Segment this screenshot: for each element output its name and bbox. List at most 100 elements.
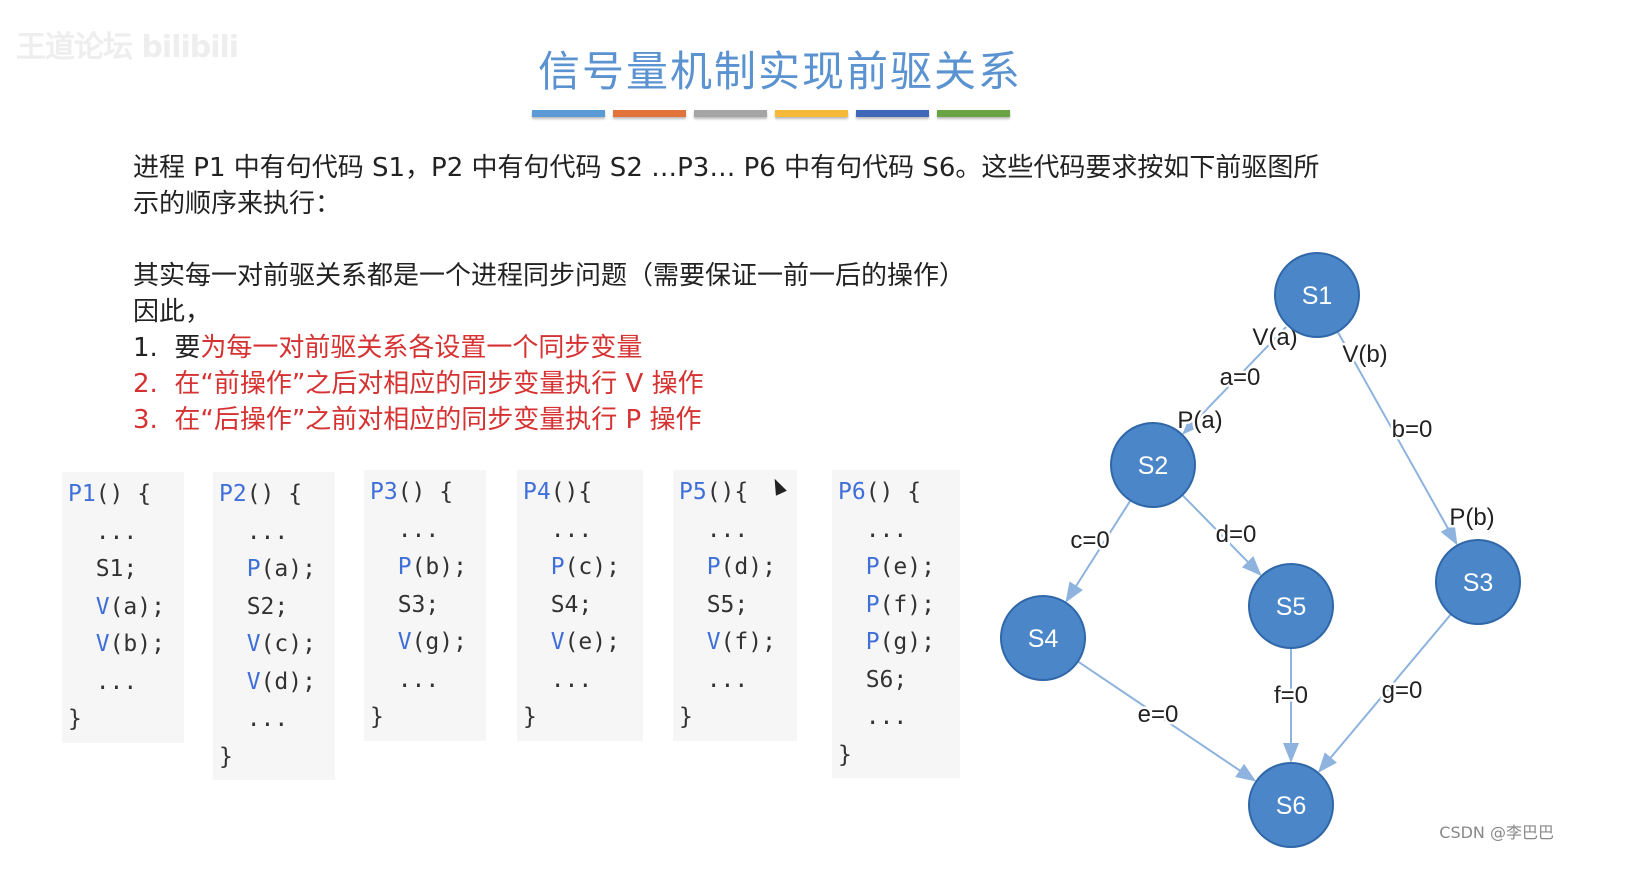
step-item: 1. 要为每一对前驱关系各设置一个同步变量 (133, 330, 965, 366)
code-line: ... (523, 662, 637, 700)
code-text: (b); (411, 554, 467, 580)
code-line: ... (68, 514, 178, 552)
code-text: (){ (706, 479, 749, 505)
edge-S4-S6 (1077, 660, 1257, 782)
code-keyword: P6 (838, 479, 866, 505)
code-text: } (679, 704, 693, 730)
code-line: V(b); (68, 626, 178, 664)
divider-segment (856, 110, 929, 117)
code-line: S6; (838, 662, 954, 700)
code-text: S4; (523, 591, 593, 618)
credit: CSDN @李巴巴 (1439, 823, 1554, 842)
code-text: (f); (879, 591, 935, 618)
code-line: P(c); (523, 549, 637, 587)
edge-label: c=0 (1070, 527, 1109, 554)
step-number: 2. (133, 369, 175, 399)
code-keyword: P (865, 629, 880, 655)
node-label: S5 (1276, 593, 1307, 621)
edge-label: e=0 (1138, 701, 1179, 728)
code-line: V(d); (219, 664, 329, 702)
code-text: (a); (109, 593, 165, 620)
edge-label: b=0 (1392, 416, 1433, 443)
code-keyword: P (706, 554, 721, 580)
explain-text: 其实每一对前驱关系都是一个进程同步问题（需要保证一前一后的操作） 因此， 1. … (133, 258, 965, 438)
code-block-p2: P2() { ... P(a); S2; V(c); V(d); ...} (213, 472, 335, 780)
code-line: P(f); (838, 587, 954, 625)
code-text: (e); (879, 554, 935, 580)
code-block-p4: P4(){ ... P(c); S4; V(e); ...} (517, 470, 643, 741)
edge-S1-S3 (1336, 331, 1458, 546)
code-text: S2; (219, 593, 289, 620)
code-line: V(c); (219, 626, 329, 664)
node-S1 (1274, 252, 1360, 338)
code-line: ... (219, 514, 329, 552)
node-S5 (1248, 563, 1334, 649)
code-line: V(f); (679, 624, 791, 662)
code-keyword: P4 (523, 479, 551, 505)
code-text: } (68, 706, 82, 732)
code-line: V(a); (68, 589, 178, 627)
code-line: ... (219, 701, 329, 739)
edge-S3-S6 (1317, 613, 1452, 773)
code-line: P1() { (68, 476, 178, 514)
intro-text: 进程 P1 中有句代码 S1，P2 中有句代码 S2 …P3… P6 中有句代码… (133, 150, 1319, 222)
code-line: S5; (679, 587, 791, 625)
code-line: } (370, 699, 480, 737)
edge-label: V(b) (1342, 341, 1387, 368)
code-text: ... (523, 666, 593, 693)
code-line: P5(){ (679, 474, 791, 512)
code-line: S4; (523, 587, 637, 625)
step-highlight: 在“前操作”之后对相应的同步变量执行 V 操作 (174, 369, 704, 399)
code-text: ... (679, 516, 749, 543)
code-text: (a); (260, 556, 316, 582)
code-text: () { (95, 481, 152, 507)
code-line: P4(){ (523, 474, 637, 512)
code-text: S1; (68, 556, 138, 582)
step-number: 1. (133, 333, 175, 363)
explain-line: 其实每一对前驱关系都是一个进程同步问题（需要保证一前一后的操作） (133, 261, 966, 291)
code-text: ... (523, 516, 593, 543)
code-line: S3; (370, 587, 480, 625)
explain-line: 因此， (133, 297, 212, 327)
code-line: V(e); (523, 624, 637, 662)
code-text: (f); (720, 629, 776, 655)
edge-label: f=0 (1274, 682, 1308, 709)
step-item: 3. 在“后操作”之前对相应的同步变量执行 P 操作 (133, 402, 965, 438)
edge-S1-S2 (1182, 324, 1289, 435)
code-block-p6: P6() { ... P(e); P(f); P(g); S6; ...} (832, 470, 960, 778)
code-line: ... (838, 512, 954, 550)
code-text: (){ (550, 479, 593, 505)
code-block-p5: P5(){ ... P(d); S5; V(f); ...} (673, 470, 797, 741)
node-label: S3 (1463, 569, 1494, 597)
code-line: P6() { (838, 474, 954, 512)
code-text: (e); (564, 629, 620, 655)
code-line: ... (68, 664, 178, 702)
code-line: P3() { (370, 474, 480, 512)
code-text: } (219, 743, 233, 770)
node-label: S6 (1276, 792, 1307, 820)
edge-label: P(a) (1177, 407, 1222, 434)
edge-label: g=0 (1382, 677, 1423, 704)
code-text: (c); (260, 631, 316, 657)
divider-segment (532, 110, 605, 117)
node-label: S2 (1138, 452, 1169, 480)
step-number: 3. (133, 405, 175, 435)
divider-segment (775, 110, 848, 117)
code-line: ... (370, 512, 480, 550)
code-line: } (838, 737, 954, 775)
code-text: ... (838, 516, 908, 543)
code-text: S3; (370, 591, 440, 618)
step-highlight: 为每一对前驱关系各设置一个同步变量 (200, 333, 643, 363)
code-line: P(b); (370, 549, 480, 587)
node-S4 (1000, 595, 1086, 681)
node-S6 (1248, 762, 1334, 848)
code-line: S1; (68, 551, 178, 589)
code-text: ... (68, 668, 138, 695)
divider-segment (694, 110, 767, 117)
code-text: (b); (109, 631, 165, 657)
code-text: () { (397, 479, 454, 505)
code-text: (d); (260, 668, 316, 695)
code-line: V(g); (370, 624, 480, 662)
